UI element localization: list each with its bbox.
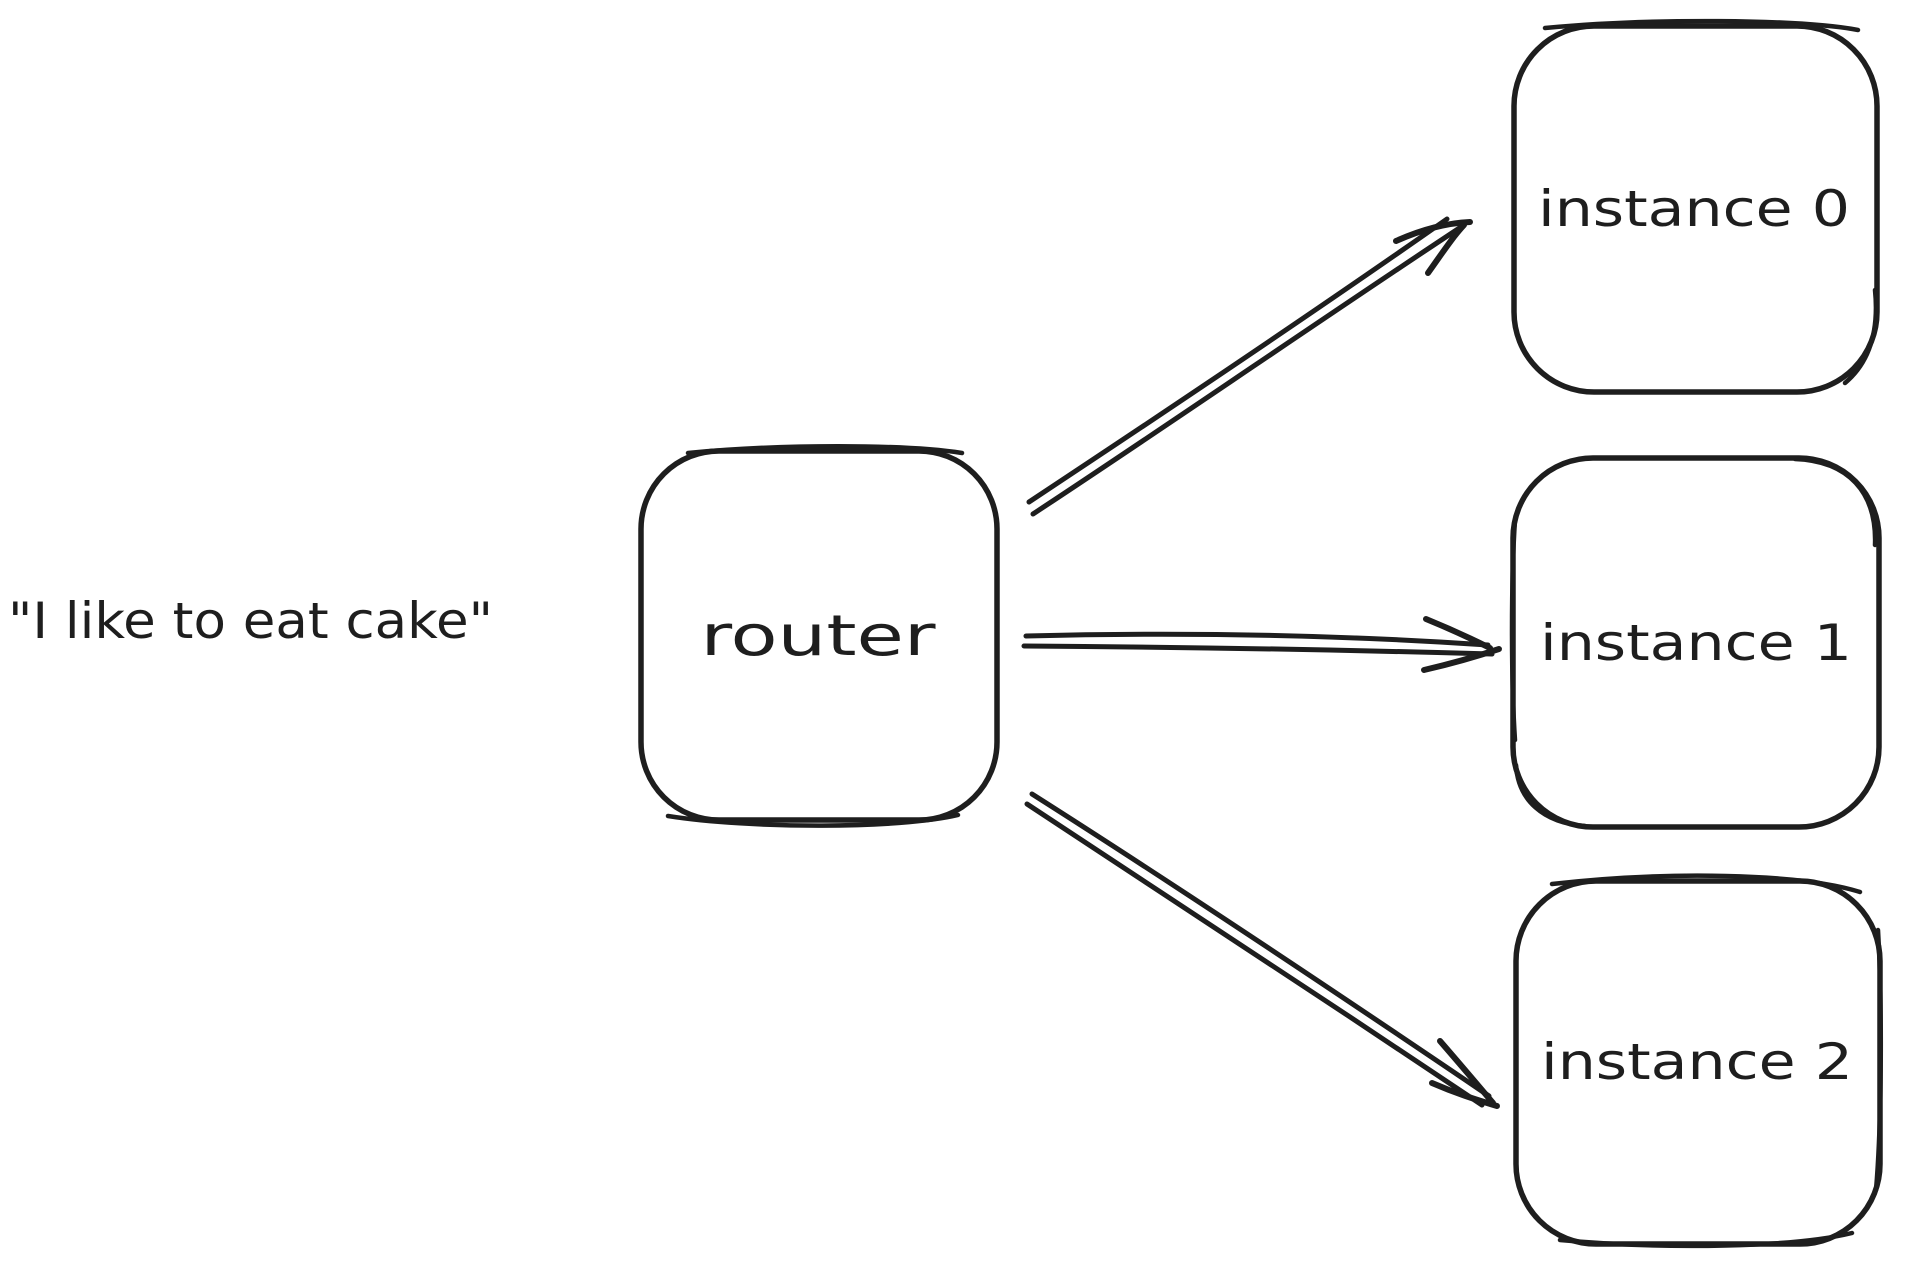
instance-node-2-overdraw <box>1549 873 1863 895</box>
arrow-router-to-instance-2 <box>1024 791 1500 1109</box>
instance-node-2-overdraw <box>1873 927 1884 1193</box>
arrow-head <box>1423 616 1493 651</box>
arrow-head <box>1429 1080 1500 1109</box>
arrow-shaft <box>1023 631 1491 648</box>
router-node-shape <box>638 448 1000 823</box>
router-node: router <box>638 444 1000 828</box>
arrow-router-to-instance-0 <box>1026 216 1473 517</box>
arrow-shaft <box>1029 791 1492 1099</box>
instance-node-1: instance 1 <box>1509 455 1882 830</box>
instance-node-0-label: instance 0 <box>1538 180 1850 238</box>
arrow-router-to-instance-1 <box>1021 616 1502 673</box>
router-node-label: router <box>701 604 937 669</box>
router-node-overdraw <box>665 812 961 828</box>
instance-node-2: instance 2 <box>1513 873 1884 1249</box>
arrow-shaft <box>1024 801 1485 1108</box>
instance-node-1-overdraw <box>1792 456 1878 548</box>
instance-node-0-shape <box>1511 23 1880 395</box>
arrow-shaft <box>1030 224 1464 517</box>
arrow-head <box>1437 1038 1496 1106</box>
arrow-head <box>1425 222 1467 276</box>
arrow-head <box>1421 646 1502 673</box>
instance-node-1-overdraw <box>1509 517 1518 743</box>
prompt-text-label: "I like to eat cake" <box>8 592 493 650</box>
router-node-overdraw <box>685 444 965 456</box>
instance-node-2-label: instance 2 <box>1541 1033 1853 1091</box>
instance-node-0-overdraw <box>1842 287 1879 386</box>
instance-node-0-overdraw <box>1542 18 1861 33</box>
instance-node-1-label: instance 1 <box>1540 614 1852 672</box>
instance-node-1-overdraw <box>1513 762 1588 829</box>
arrow-shaft <box>1026 216 1450 505</box>
instance-node-2-overdraw <box>1557 1230 1855 1249</box>
arrow-shaft <box>1021 643 1495 657</box>
instance-node-0: instance 0 <box>1511 18 1880 395</box>
